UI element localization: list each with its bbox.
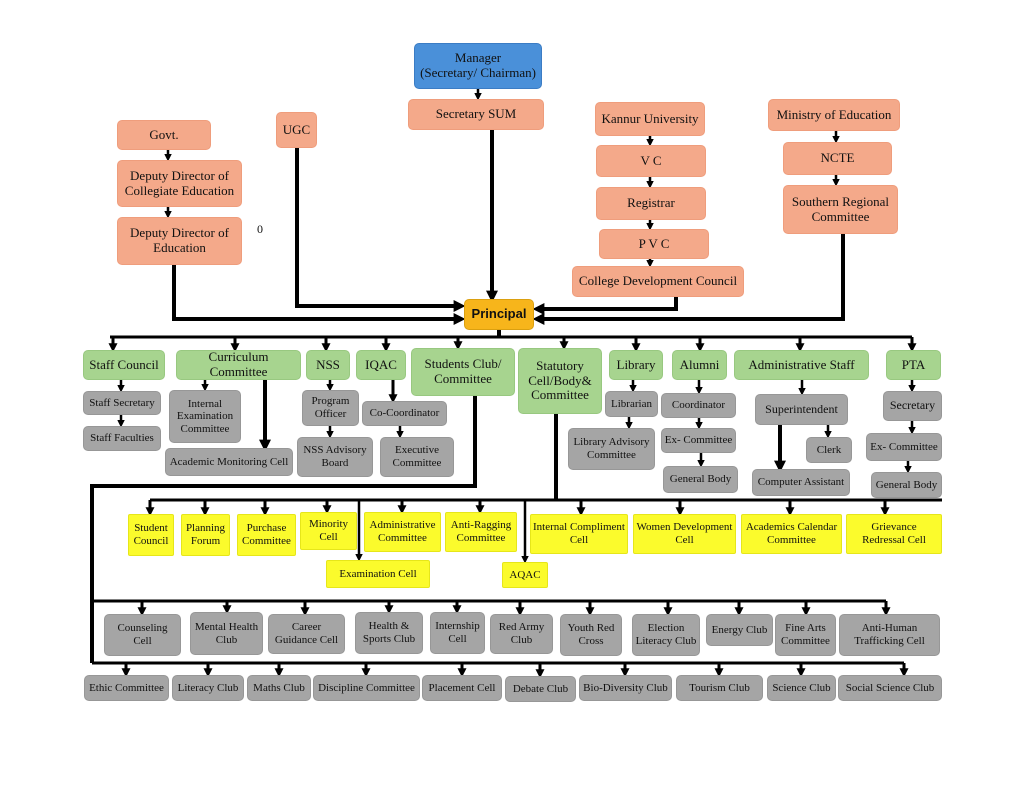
node-vc: V C xyxy=(596,145,706,177)
node-nss: NSS xyxy=(306,350,350,380)
node-administrative-staff: Administrative Staff xyxy=(734,350,869,380)
node-internship-cell: Internship Cell xyxy=(430,612,485,654)
node-anti-ragging-committee: Anti-Ragging Committee xyxy=(445,512,517,552)
node-energy-club: Energy Club xyxy=(706,614,773,646)
node-staff-secretary: Staff Secretary xyxy=(83,391,161,415)
node-debate-club: Debate Club xyxy=(505,676,576,702)
node-staff-faculties: Staff Faculties xyxy=(83,426,161,451)
node-grievance-redressal-cell: Grievance Redressal Cell xyxy=(846,514,942,554)
node-nss-advisory-board: NSS Advisory Board xyxy=(297,437,373,477)
node-administrative-committee: Administrative Committee xyxy=(364,512,441,552)
node-principal: Principal xyxy=(464,299,534,330)
node-pta-ex-committee: Ex- Committee xyxy=(866,433,942,461)
node-ncte: NCTE xyxy=(783,142,892,175)
node-staff-council: Staff Council xyxy=(83,350,165,380)
node-aqac: AQAC xyxy=(502,562,548,588)
node-pta: PTA xyxy=(886,350,941,380)
node-pvc: P V C xyxy=(599,229,709,259)
node-program-officer: Program Officer xyxy=(302,390,359,426)
node-counseling-cell: Counseling Cell xyxy=(104,614,181,656)
node-discipline-committee: Discipline Committee xyxy=(313,675,420,701)
node-alumni: Alumni xyxy=(672,350,727,380)
node-computer-assistant: Computer Assistant xyxy=(752,469,850,496)
node-coordinator: Coordinator xyxy=(661,393,736,418)
node-deputy-education: Deputy Director of Education xyxy=(117,217,242,265)
node-library-advisory-committee: Library Advisory Committee xyxy=(568,428,655,470)
node-ministry-of-education: Ministry of Education xyxy=(768,99,900,131)
node-fine-arts-committee: Fine Arts Committee xyxy=(775,614,836,656)
node-librarian: Librarian xyxy=(605,391,658,417)
node-maths-club: Maths Club xyxy=(247,675,311,701)
node-iqac: IQAC xyxy=(356,350,406,380)
node-co-coordinator: Co-Coordinator xyxy=(362,401,447,426)
node-youth-red-cross: Youth Red Cross xyxy=(560,614,622,656)
node-southern-regional-committee: Southern Regional Committee xyxy=(783,185,898,234)
node-health-sports-club: Health & Sports Club xyxy=(355,612,423,654)
stray-zero-label: 0 xyxy=(257,222,263,236)
node-ethic-committee: Ethic Committee xyxy=(84,675,169,701)
node-examination-cell: Examination Cell xyxy=(326,560,430,588)
node-placement-cell: Placement Cell xyxy=(422,675,502,701)
node-executive-committee: Executive Committee xyxy=(380,437,454,477)
node-tourism-club: Tourism Club xyxy=(676,675,763,701)
node-red-army-club: Red Army Club xyxy=(490,614,553,654)
node-academic-monitoring-cell: Academic Monitoring Cell xyxy=(165,448,293,476)
node-purchase-committee: Purchase Committee xyxy=(237,514,296,556)
node-college-development-council: College Development Council xyxy=(572,266,744,297)
node-manager: Manager (Secretary/ Chairman) xyxy=(414,43,542,89)
node-literacy-club: Literacy Club xyxy=(172,675,244,701)
node-pta-secretary: Secretary xyxy=(883,391,942,421)
node-clerk: Clerk xyxy=(806,437,852,463)
node-secretary-sum: Secretary SUM xyxy=(408,99,544,130)
node-academics-calendar-committee: Academics Calendar Committee xyxy=(741,514,842,554)
node-statutory-cell: Statutory Cell/Body& Committee xyxy=(518,348,602,414)
node-superintendent: Superintendent xyxy=(755,394,848,425)
connector-10 xyxy=(532,297,678,315)
connector-4 xyxy=(172,265,466,325)
node-library: Library xyxy=(609,350,663,380)
node-science-club: Science Club xyxy=(767,675,836,701)
connector-5 xyxy=(295,148,466,312)
node-anti-human-trafficking-cell: Anti-Human Trafficking Cell xyxy=(839,614,940,656)
node-kannur-university: Kannur University xyxy=(595,102,705,136)
node-planning-forum: Planning Forum xyxy=(181,514,230,556)
node-career-guidance-cell: Career Guidance Cell xyxy=(268,614,345,654)
node-student-council: Student Council xyxy=(128,514,174,556)
node-govt: Govt. xyxy=(117,120,211,150)
node-registrar: Registrar xyxy=(596,187,706,220)
node-election-literacy-club: Election Literacy Club xyxy=(632,614,700,656)
node-internal-compliment-cell: Internal Compliment Cell xyxy=(530,514,628,554)
node-women-development-cell: Women Development Cell xyxy=(633,514,736,554)
node-mental-health-club: Mental Health Club xyxy=(190,612,263,655)
connector-45 xyxy=(90,396,477,663)
node-alumni-ex-committee: Ex- Committee xyxy=(661,428,736,453)
node-curriculum-committee: Curriculum Committee xyxy=(176,350,301,380)
node-social-science-club: Social Science Club xyxy=(838,675,942,701)
node-bio-diversity-club: Bio-Diversity Club xyxy=(579,675,672,701)
node-students-club: Students Club/ Committee xyxy=(411,348,515,396)
node-alumni-general-body: General Body xyxy=(663,466,738,493)
node-ugc: UGC xyxy=(276,112,317,148)
node-deputy-collegiate: Deputy Director of Collegiate Education xyxy=(117,160,242,207)
node-minority-cell: Minority Cell xyxy=(300,512,357,550)
node-internal-examination-committee: Internal Examination Committee xyxy=(169,390,241,443)
node-pta-general-body: General Body xyxy=(871,472,942,498)
connector-13 xyxy=(532,234,845,325)
